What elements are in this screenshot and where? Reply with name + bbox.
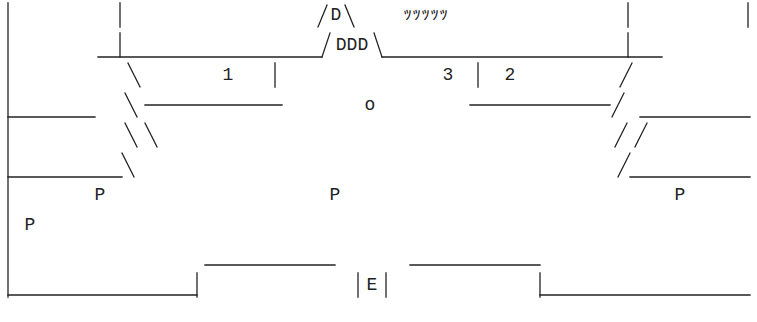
room-number: 1 <box>223 66 234 84</box>
water-glyph: ｯｯｯｯｯ <box>403 6 448 24</box>
player-glyph: P <box>95 186 106 204</box>
dragon-glyph: DDD <box>336 36 368 54</box>
item-glyph: o <box>365 96 376 114</box>
dragon-glyph: D <box>331 6 342 24</box>
player-glyph: P <box>25 216 36 234</box>
exit-glyph: E <box>367 276 378 294</box>
player-glyph: P <box>675 186 686 204</box>
room-number: 2 <box>505 66 516 84</box>
room-number: 3 <box>443 66 454 84</box>
player-glyph: P <box>330 186 341 204</box>
